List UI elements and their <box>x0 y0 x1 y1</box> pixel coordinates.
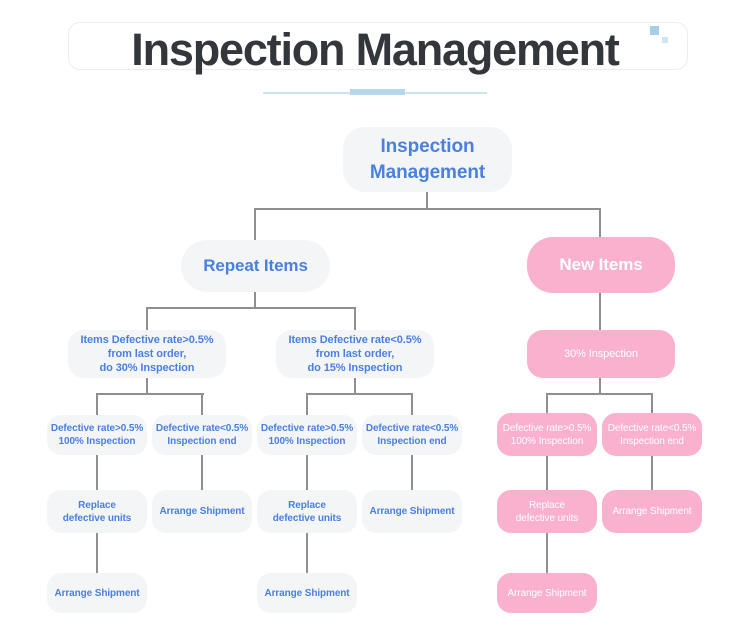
connector-line <box>354 378 356 394</box>
decor-square-icon <box>650 26 659 35</box>
connector-line <box>354 307 356 330</box>
connector-line <box>96 393 204 395</box>
connector-line <box>546 456 548 490</box>
connector-line <box>96 533 98 573</box>
node-new-inspection: 30% Inspection <box>527 330 675 378</box>
node-defective-low: Defective rate<0.5% Inspection end <box>362 415 462 455</box>
connector-line <box>306 455 308 490</box>
node-defective-low: Defective rate<0.5% Inspection end <box>602 413 702 456</box>
title-card <box>68 22 688 70</box>
connector-line <box>146 378 148 394</box>
node-defective-low: Defective rate<0.5% Inspection end <box>152 415 252 455</box>
connector-line <box>146 307 148 330</box>
connector-line <box>254 208 601 210</box>
connector-line <box>599 378 601 394</box>
node-defective-high: Defective rate>0.5% 100% Inspection <box>497 413 597 456</box>
connector-line <box>426 191 428 209</box>
connector-line <box>651 393 653 415</box>
connector-line <box>599 208 601 237</box>
connector-line <box>146 307 356 309</box>
node-arrange-shipment: Arrange Shipment <box>362 490 462 533</box>
connector-line <box>96 455 98 490</box>
node-root: Inspection Management <box>343 127 512 192</box>
connector-line <box>411 455 413 490</box>
connector-line <box>546 533 548 573</box>
title-underline-accent <box>350 89 405 95</box>
connector-line <box>411 393 413 415</box>
connector-line <box>599 293 601 330</box>
connector-line <box>201 455 203 490</box>
connector-line <box>546 393 548 415</box>
connector-line <box>306 393 413 395</box>
node-replace-units: Replace defective units <box>497 490 597 533</box>
node-new-items: New Items <box>527 237 675 293</box>
connector-line <box>201 393 203 415</box>
page-title: Inspection Management <box>131 24 620 75</box>
node-arrange-shipment: Arrange Shipment <box>602 490 702 533</box>
node-arrange-shipment: Arrange Shipment <box>257 573 357 613</box>
connector-line <box>96 393 98 415</box>
connector-line <box>546 393 653 395</box>
connector-line <box>306 533 308 573</box>
node-replace-units: Replace defective units <box>257 490 357 533</box>
node-replace-units: Replace defective units <box>47 490 147 533</box>
node-repeat-items: Repeat Items <box>181 240 330 292</box>
node-repeat-case-low: Items Defective rate<0.5% from last orde… <box>276 330 434 378</box>
node-arrange-shipment: Arrange Shipment <box>152 490 252 533</box>
connector-line <box>306 393 308 415</box>
node-arrange-shipment: Arrange Shipment <box>497 573 597 613</box>
node-defective-high: Defective rate>0.5% 100% Inspection <box>257 415 357 455</box>
node-arrange-shipment: Arrange Shipment <box>47 573 147 613</box>
node-defective-high: Defective rate>0.5% 100% Inspection <box>47 415 147 455</box>
connector-line <box>254 292 256 308</box>
node-repeat-case-high: Items Defective rate>0.5% from last orde… <box>68 330 226 378</box>
connector-line <box>651 456 653 490</box>
connector-line <box>254 208 256 240</box>
decor-square-small-icon <box>662 37 668 43</box>
